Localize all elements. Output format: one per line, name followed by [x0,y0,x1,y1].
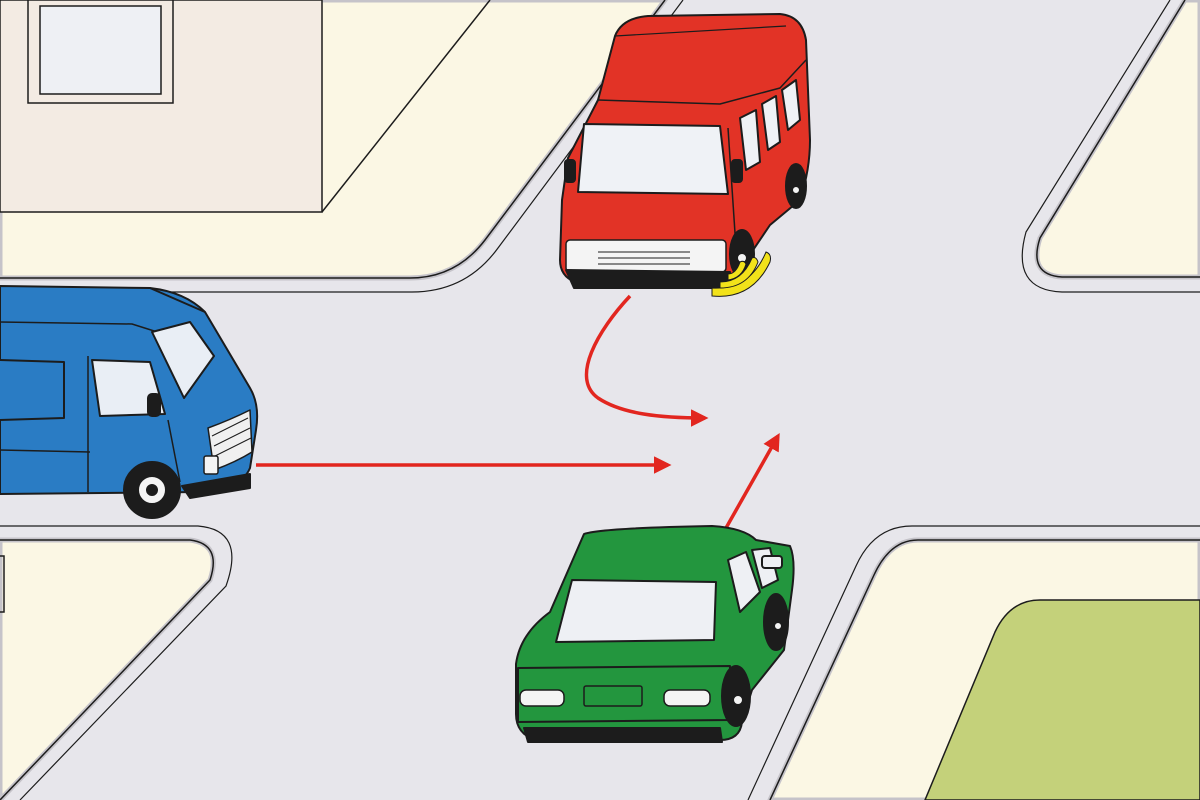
turn-signal-icon [711,251,771,297]
red-minibus [559,13,811,289]
arrow-green-car-straight [724,432,780,529]
curb-top-left [0,0,666,279]
lawn [924,599,1200,800]
arrow-red-minibus-turn [584,294,709,427]
blue-van [0,285,259,519]
green-car [515,525,795,743]
